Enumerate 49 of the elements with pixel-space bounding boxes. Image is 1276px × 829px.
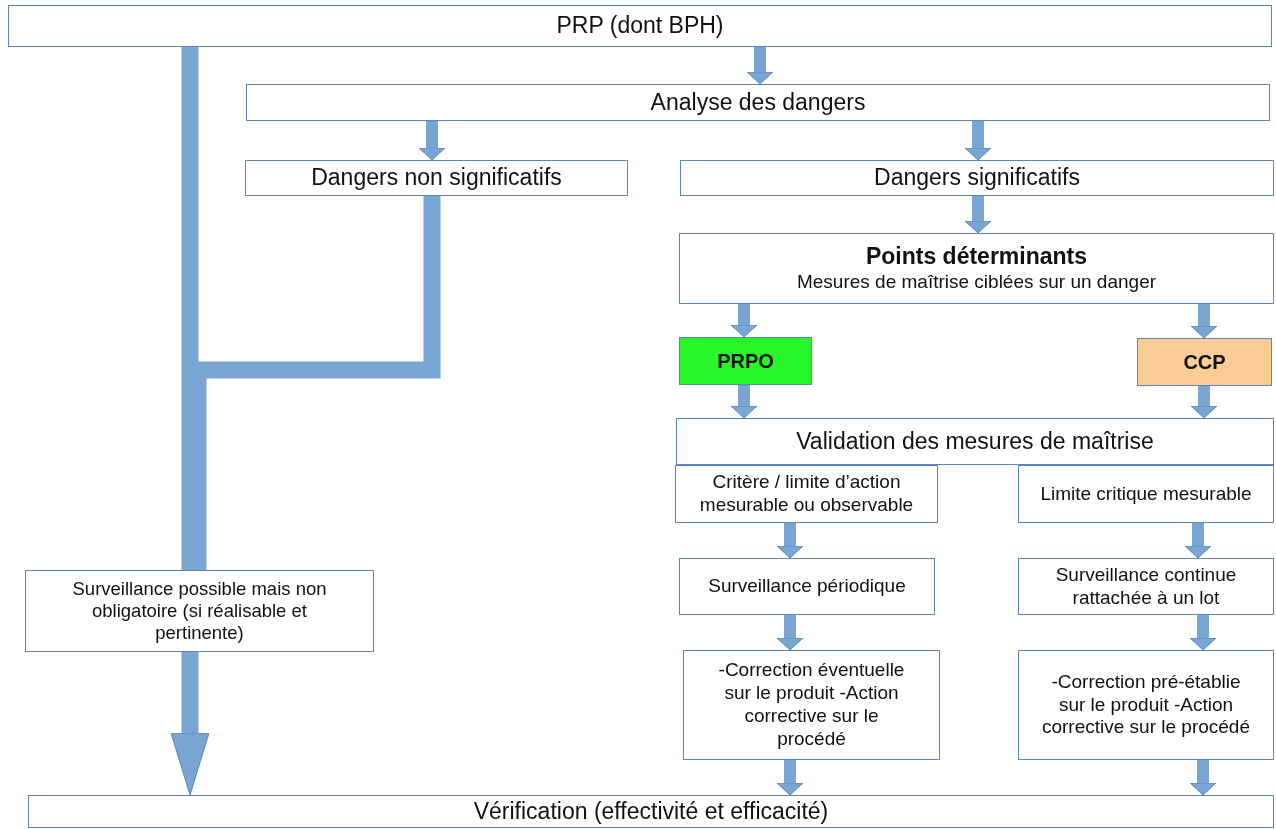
arrow	[964, 121, 992, 161]
box-label: -Correction pré-établie sur le produit -Action corrective sur le procédé	[1040, 670, 1251, 740]
arrow	[418, 121, 446, 161]
arrow	[776, 760, 804, 796]
box-label: Dangers significatifs	[874, 164, 1080, 192]
box-label: Dangers non significatifs	[311, 164, 562, 192]
box-label: Mesures de maîtrise ciblées sur un danger	[796, 270, 1157, 294]
arrow	[730, 385, 758, 419]
box-label: Surveillance possible mais non obligatoire (si réalisable et pertinente)	[71, 577, 328, 645]
connector-line	[181, 47, 199, 570]
process-box	[679, 233, 1274, 304]
box-label: Critère / limite d’action mesurable ou observable	[698, 471, 915, 517]
process-box	[1137, 338, 1272, 386]
arrow	[776, 523, 804, 559]
arrow	[746, 47, 774, 85]
box-label: -Correction éventuelle sur le produit -Action corrective sur le procédé	[717, 659, 906, 751]
process-box	[676, 418, 1274, 465]
arrow	[170, 652, 210, 796]
process-box	[246, 84, 1270, 121]
process-box	[679, 558, 935, 615]
box-label: Limite critique mesurable	[1040, 482, 1252, 506]
process-box	[28, 795, 1274, 828]
box-label: Validation des mesures de maîtrise	[796, 427, 1154, 456]
arrow	[1184, 523, 1212, 559]
arrow	[730, 304, 758, 338]
process-box	[680, 160, 1274, 196]
arrow	[1190, 304, 1218, 339]
box-label: Analyse des dangers	[650, 88, 866, 117]
box-label: PRPO	[717, 349, 774, 373]
process-box	[1018, 465, 1274, 523]
process-box	[245, 160, 628, 196]
process-box	[1018, 650, 1274, 760]
process-box	[675, 465, 938, 523]
box-heading: Points déterminants	[865, 243, 1088, 271]
arrow	[1189, 615, 1217, 651]
arrow	[776, 615, 804, 651]
process-box	[683, 650, 940, 760]
process-box	[1018, 558, 1274, 615]
process-box	[679, 337, 812, 385]
box-label: Surveillance périodique	[708, 575, 906, 598]
process-box	[25, 570, 374, 652]
arrow	[1190, 386, 1218, 419]
arrow	[1189, 760, 1217, 796]
box-label: Surveillance continue rattachée à un lot	[1054, 563, 1238, 610]
box-label: Vérification (effectivité et efficacité)	[473, 797, 829, 826]
box-label: PRP (dont BPH)	[556, 12, 724, 40]
arrow	[964, 196, 992, 234]
process-box	[8, 5, 1272, 47]
box-label: CCP	[1183, 350, 1226, 374]
